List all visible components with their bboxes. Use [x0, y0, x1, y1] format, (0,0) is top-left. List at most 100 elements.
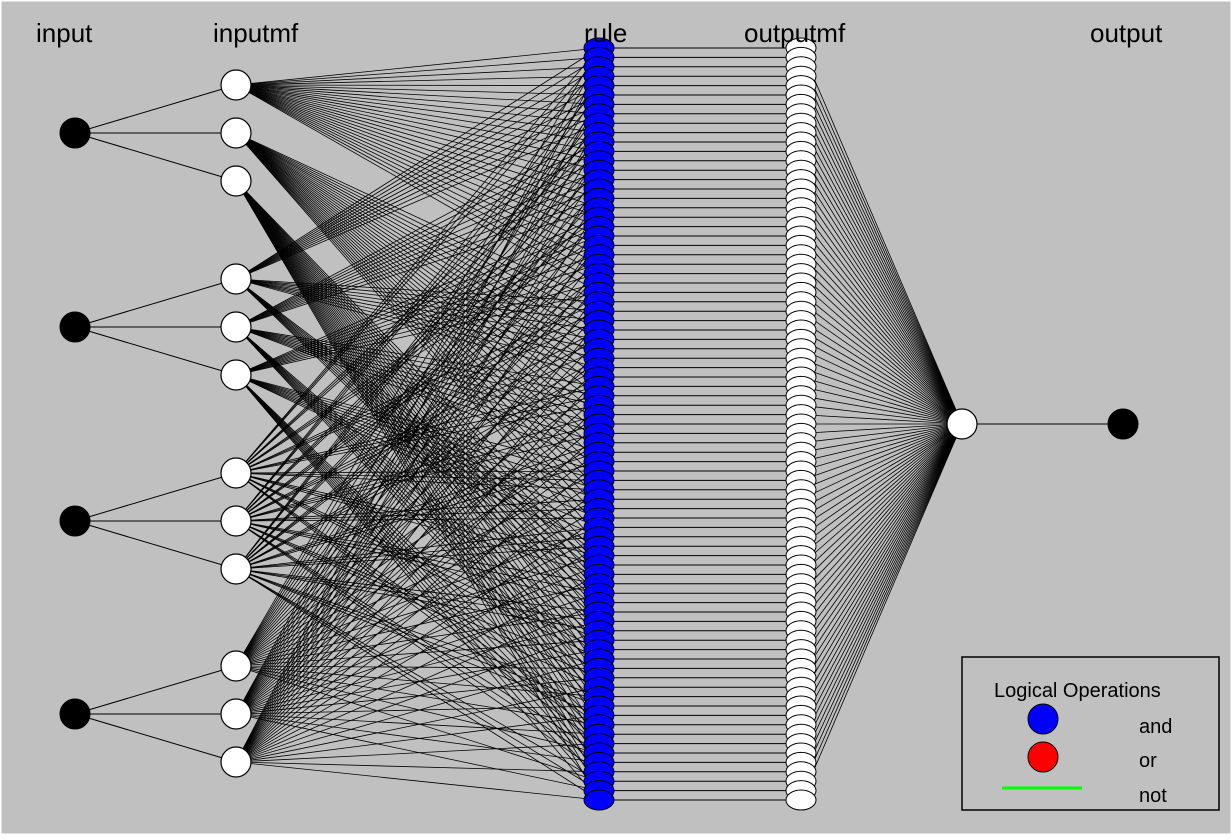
edge-mf-rule	[235, 326, 600, 679]
edge-mf-rule	[235, 472, 600, 744]
edge-mf-rule	[235, 621, 600, 715]
edge-mf-rule	[235, 677, 600, 715]
edge-mf-rule	[235, 216, 600, 376]
input-node[interactable]	[59, 311, 91, 343]
edge-mf-rule	[235, 84, 600, 218]
output-node[interactable]	[1107, 408, 1139, 440]
edge-outputmf-output	[800, 423, 963, 481]
edge-mf-rule	[235, 520, 600, 763]
edge-mf-rule	[235, 630, 600, 763]
edge-mf-rule	[235, 132, 600, 667]
edge-mf-rule	[235, 188, 600, 570]
edge-outputmf-output	[800, 104, 963, 425]
edge-mf-rule	[235, 180, 600, 716]
edge-mf-rule	[235, 84, 600, 265]
edge-mf-rule	[235, 472, 600, 735]
edge-outputmf-output	[800, 423, 963, 566]
edge-outputmf-output	[800, 423, 963, 519]
edge-outputmf-output	[800, 423, 963, 622]
edge-mf-rule	[235, 374, 600, 481]
inputmf-node[interactable]	[220, 457, 252, 489]
edge-mf-rule	[235, 433, 600, 522]
inputmf-node[interactable]	[220, 553, 252, 585]
edge-mf-rule	[235, 180, 600, 782]
edge-mf-rule	[235, 472, 600, 660]
edge-mf-rule	[235, 761, 600, 773]
edge-mf-rule	[235, 339, 600, 522]
edge-mf-rule	[235, 326, 600, 641]
edge-mf-rule	[235, 326, 600, 707]
edge-outputmf-output	[800, 423, 963, 547]
input-node[interactable]	[59, 117, 91, 149]
edge-mf-rule	[235, 665, 600, 726]
outputmf-node[interactable]	[785, 789, 817, 811]
edge-mf-rule	[235, 326, 600, 387]
inputmf-node[interactable]	[220, 263, 252, 295]
edge-mf-rule	[235, 132, 600, 474]
edge-outputmf-output	[800, 423, 963, 669]
inputmf-node[interactable]	[220, 698, 252, 730]
output-aggregate-node[interactable]	[946, 408, 978, 440]
edge-mf-rule	[235, 180, 600, 594]
edge-mf-rule	[235, 132, 600, 528]
legend-not-label: not	[1139, 785, 1167, 807]
edge-mf-rule	[235, 472, 600, 566]
input-node[interactable]	[59, 698, 91, 730]
edge-mf-rule	[235, 180, 600, 641]
edge-mf-rule	[235, 132, 600, 312]
edge-mf-rule	[235, 278, 600, 613]
inputmf-node[interactable]	[220, 117, 252, 149]
edge-outputmf-output	[800, 423, 963, 594]
inputmf-node[interactable]	[220, 359, 252, 391]
edge-mf-rule	[235, 278, 600, 340]
edge-mf-rule	[235, 545, 600, 763]
edge-mf-rule	[235, 216, 600, 474]
inputmf-node[interactable]	[220, 746, 252, 778]
input-node[interactable]	[59, 505, 91, 537]
edge-mf-rule	[235, 132, 600, 444]
rule-node[interactable]	[583, 789, 615, 811]
edge-outputmf-output	[800, 339, 963, 425]
header-inputmf: inputmf	[213, 18, 299, 48]
edge-outputmf-output	[800, 160, 963, 425]
edge-outputmf-output	[800, 188, 963, 425]
inputmf-node[interactable]	[220, 650, 252, 682]
edge-outputmf-output	[800, 292, 963, 425]
edge-mf-rule	[235, 132, 600, 509]
edge-mf-rule	[235, 66, 600, 474]
edge-mf-rule	[235, 374, 600, 500]
edge-mf-rule	[235, 141, 600, 328]
edge-outputmf-output	[800, 423, 963, 688]
edge-mf-rule	[235, 254, 600, 376]
edge-mf-rule	[235, 564, 600, 715]
edge-mf-rule	[235, 278, 600, 556]
edge-mf-rule	[235, 278, 600, 359]
edge-mf-rule	[235, 278, 600, 368]
edge-input-mf	[74, 84, 237, 134]
inputmf-node[interactable]	[220, 165, 252, 197]
legend-and-marker	[1027, 703, 1059, 735]
edge-outputmf-output	[800, 151, 963, 425]
edge-mf-rule	[235, 180, 600, 660]
edge-mf-rule	[235, 520, 600, 754]
edge-outputmf-output	[800, 423, 963, 444]
edge-mf-rule	[235, 84, 600, 284]
edge-mf-rule	[235, 57, 600, 86]
edge-outputmf-output	[800, 113, 963, 425]
edge-mf-rule	[235, 374, 600, 735]
edge-mf-rule	[235, 472, 600, 650]
inputmf-node[interactable]	[220, 505, 252, 537]
edge-mf-rule	[235, 132, 600, 519]
edge-mf-rule	[235, 132, 600, 500]
edge-mf-rule	[235, 326, 600, 669]
edge-mf-rule	[235, 180, 600, 669]
edge-mf-rule	[235, 132, 600, 378]
edge-outputmf-output	[800, 423, 963, 491]
edge-mf-rule	[235, 374, 600, 744]
inputmf-node[interactable]	[220, 311, 252, 343]
edge-mf-rule	[235, 180, 600, 575]
edge-outputmf-output	[800, 423, 963, 556]
inputmf-node[interactable]	[220, 69, 252, 101]
edge-mf-rule	[235, 278, 600, 331]
